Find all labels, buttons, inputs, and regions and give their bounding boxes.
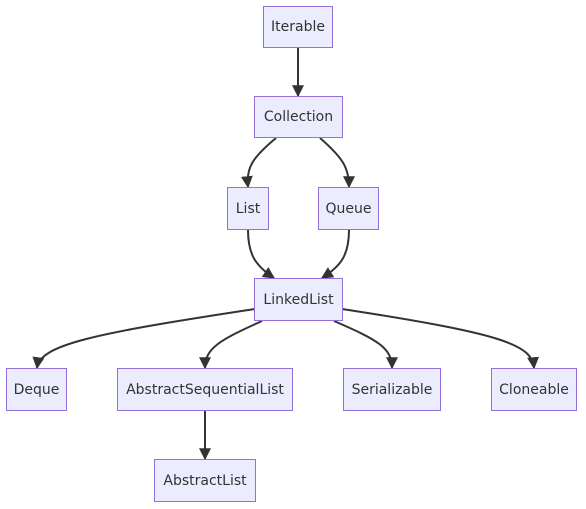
edge-queue-linkedlist: [320, 229, 350, 279]
node-collection[interactable]: Collection: [254, 96, 343, 138]
edge-collection-list: [240, 137, 277, 189]
edge-linkedlist-serializable: [333, 320, 398, 370]
node-linkedlist[interactable]: LinkedList: [254, 278, 343, 321]
edge-linkedlist-cloneable: [341, 308, 540, 370]
node-deque[interactable]: Deque: [6, 368, 67, 411]
node-list[interactable]: List: [227, 187, 269, 230]
edge-linkedlist-deque: [32, 308, 256, 370]
edge-list-linkedlist: [247, 229, 275, 279]
node-abstractlist[interactable]: AbstractList: [154, 459, 256, 502]
node-iterable[interactable]: Iterable: [263, 6, 333, 48]
edge-collection-queue: [319, 137, 355, 189]
node-cloneable[interactable]: Cloneable: [491, 368, 577, 411]
node-queue[interactable]: Queue: [318, 187, 379, 230]
node-serializable[interactable]: Serializable: [343, 368, 441, 411]
node-abstractsequentiallist[interactable]: AbstractSequentialList: [117, 368, 293, 411]
edge-linkedlist-abstractsequentiallist: [199, 320, 263, 370]
